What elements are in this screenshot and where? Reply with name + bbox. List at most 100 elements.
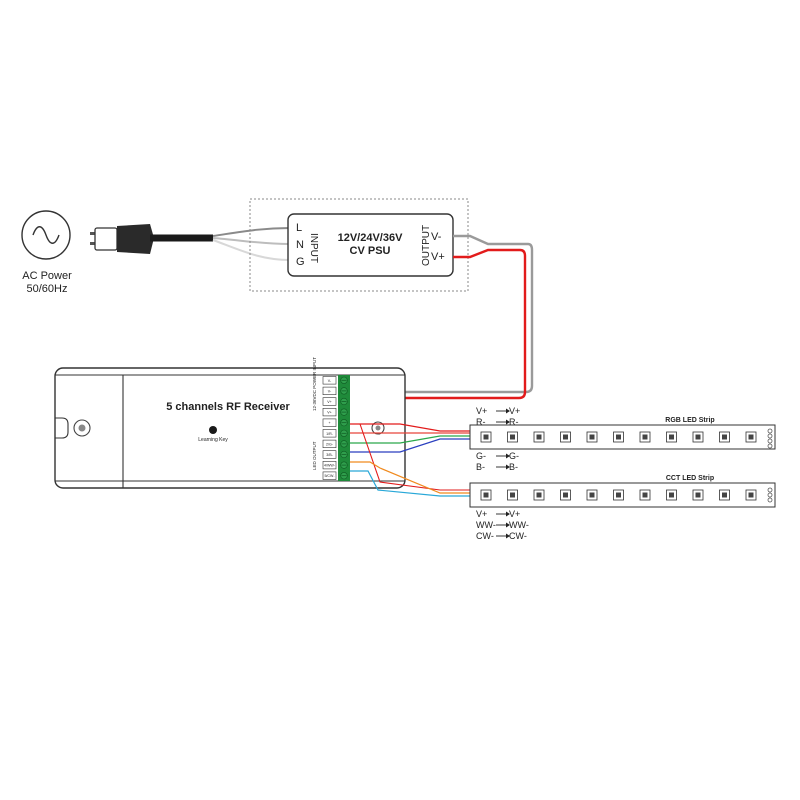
rgb-led-chip-core xyxy=(616,434,621,440)
terminal-label-box xyxy=(322,407,337,417)
rgb-led-chip-core xyxy=(510,434,515,440)
arrow-head-icon xyxy=(506,511,510,517)
rgb-map-to: R- xyxy=(509,417,519,427)
terminal-label-box xyxy=(322,460,337,470)
cct-led-chip-core xyxy=(510,492,515,498)
terminal-label: 5/CW- xyxy=(324,474,335,478)
psu-pin-vminus: V- xyxy=(431,231,442,243)
cct-led-chip-core xyxy=(536,492,542,498)
cct-map-from: WW- xyxy=(476,520,496,530)
ac-sine-icon xyxy=(21,210,71,260)
rgb-map-from: B- xyxy=(476,462,485,472)
cct-led-chip-core xyxy=(642,492,648,498)
warm-white-wire xyxy=(350,461,470,494)
psu-pin-l: L xyxy=(296,222,302,234)
rgb-strip-title: RGB LED Strip xyxy=(665,417,714,424)
terminal-label-box xyxy=(322,418,337,427)
rgb-led-chip-core xyxy=(669,434,674,440)
rgb-map-from: R- xyxy=(476,417,486,427)
psu-dashed-frame xyxy=(249,198,469,292)
cool-white-wire xyxy=(350,470,470,497)
terminal-label-box xyxy=(322,376,337,385)
psu-input-label: INPUT xyxy=(308,233,319,263)
receiver-title: 5 channels RF Receiver xyxy=(166,401,290,413)
arrow-head-icon xyxy=(506,522,510,528)
psu-pin-vplus: V+ xyxy=(431,251,445,263)
ac-frequency-label: 50/60Hz xyxy=(27,283,68,295)
rf-receiver: 5 channels RF Receiver Learning Key 12-3… xyxy=(54,357,406,489)
wire-l xyxy=(212,227,291,237)
cct-led-chip-core xyxy=(748,492,754,498)
cct-strip-title: CCT LED Strip xyxy=(666,475,714,482)
arrow-head-icon xyxy=(506,408,510,414)
rgb-map-to: G- xyxy=(509,451,519,461)
cct-map-to: CW- xyxy=(509,531,527,541)
cct-plus-wire xyxy=(350,423,470,491)
ac-plug-icon xyxy=(90,224,154,254)
ac-power-label: AC Power xyxy=(22,270,72,282)
rgb-led-chip-core xyxy=(642,434,648,440)
rgb-led-chip-core xyxy=(722,434,727,440)
rgb-led-strip: RGB LED Strip xyxy=(469,417,776,450)
psu-positive-wire xyxy=(350,248,527,406)
terminal-label: V- xyxy=(328,379,332,383)
terminal-label-box xyxy=(322,397,337,406)
rgb-led-chip-core xyxy=(589,434,595,440)
rgb-map-from: G- xyxy=(476,451,486,461)
cct-led-strip: CCT LED Strip xyxy=(469,475,776,508)
psu-pin-n: N xyxy=(296,239,304,251)
ac-sine-wave xyxy=(32,226,60,244)
arrow-head-icon xyxy=(506,419,510,425)
cct-led-chip-core xyxy=(669,492,674,498)
cct-led-chip-core xyxy=(722,492,727,498)
rgb-led-chip-core xyxy=(748,434,754,440)
cct-map-from: V+ xyxy=(476,509,487,519)
rgb-map-to: B- xyxy=(509,462,518,472)
cct-led-chip-core xyxy=(589,492,595,498)
psu-pin-g: G xyxy=(296,256,305,268)
terminal-label-box xyxy=(322,429,337,438)
ac-power-source: AC Power 50/60Hz xyxy=(21,210,72,295)
terminal-label-box xyxy=(322,386,337,396)
cct-strip-end-pads xyxy=(767,487,773,503)
terminal-label: 1/R- xyxy=(326,432,334,436)
terminal-label-box xyxy=(322,471,337,480)
psu-negative-wire xyxy=(350,234,534,394)
rgb-led-chip-core xyxy=(695,434,701,440)
psu-subtitle: CV PSU xyxy=(350,245,391,257)
rgb-strip-end-pads xyxy=(767,428,773,449)
terminal-label-box xyxy=(322,450,337,459)
cct-led-chip-core xyxy=(616,492,621,498)
terminal-label: V+ xyxy=(327,411,332,415)
cct-map-to: WW- xyxy=(509,520,529,530)
terminal-label: V+ xyxy=(327,400,332,404)
wire-n xyxy=(212,237,291,245)
green-wire xyxy=(350,435,470,444)
rgb-map-to: V+ xyxy=(509,406,520,416)
rgb-led-chip-core xyxy=(483,434,489,440)
led-plus-wire xyxy=(350,423,470,432)
rgb-map-from: V+ xyxy=(476,406,487,416)
terminal-label-box xyxy=(322,439,337,449)
learning-key-button[interactable] xyxy=(209,426,217,434)
psu-output-label: OUTPUT xyxy=(421,225,432,266)
mount-hole-left xyxy=(55,417,69,439)
cct-map-from: CW- xyxy=(476,531,494,541)
led-output-label: LED OUTPUT xyxy=(312,441,317,470)
cct-map-to: V+ xyxy=(509,509,520,519)
cct-led-chip-core xyxy=(563,492,568,498)
power-input-label: 12-36VDC POWER INPUT xyxy=(312,357,317,411)
rgb-led-chip-core xyxy=(563,434,568,440)
cct-led-chip-core xyxy=(483,492,489,498)
terminal-label: + xyxy=(328,421,330,425)
psu-title: 12V/24V/36V xyxy=(338,232,403,244)
cct-led-chip-core xyxy=(695,492,701,498)
rgb-led-chip-core xyxy=(536,434,542,440)
arrow-head-icon xyxy=(506,453,510,459)
terminal-label: V- xyxy=(328,389,332,393)
arrow-head-icon xyxy=(506,464,510,470)
arrow-head-icon xyxy=(506,533,510,539)
learning-key-label: Learning Key xyxy=(198,437,228,443)
blue-wire xyxy=(350,438,470,453)
terminal-label: 2/G- xyxy=(326,442,334,446)
